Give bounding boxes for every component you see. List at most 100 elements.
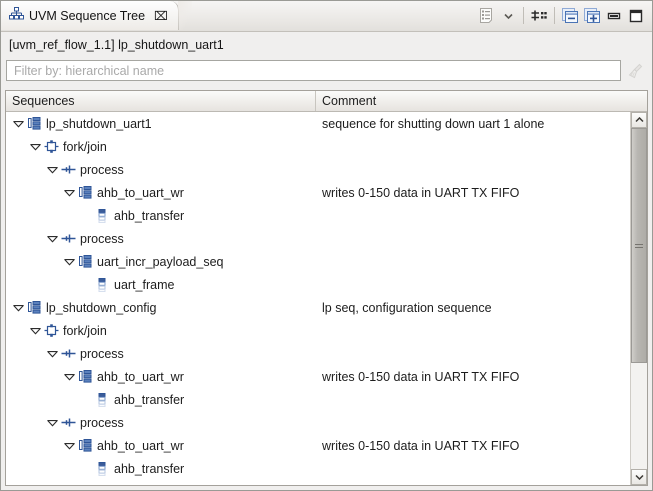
tree-node-label: process (80, 162, 124, 177)
table-row[interactable]: ahb_transfer (6, 204, 630, 227)
expander-collapse-icon[interactable] (27, 319, 43, 342)
tree-node-ahb-transfer[interactable]: ahb_transfer (6, 457, 316, 480)
forkjoin-icon (43, 319, 60, 342)
sequence-icon (77, 434, 94, 457)
tree-node-lp-shutdown-config[interactable]: lp_shutdown_config (6, 296, 316, 319)
table-row[interactable]: ahb_to_uart_wr writes 0-150 data in UART … (6, 181, 630, 204)
maximize-icon[interactable] (625, 5, 647, 27)
tree-node-ahb-transfer[interactable]: ahb_transfer (6, 204, 316, 227)
table-row[interactable]: lp_shutdown_config lp seq, configuration … (6, 296, 630, 319)
expander-collapse-icon[interactable] (44, 411, 60, 434)
expander-collapse-icon[interactable] (61, 250, 77, 273)
view-menu-list-icon[interactable] (475, 5, 497, 27)
tree-node-label: ahb_transfer (114, 208, 185, 223)
sequence-icon (26, 112, 43, 135)
transfer-icon (94, 273, 111, 296)
expander-collapse-icon[interactable] (10, 296, 26, 319)
transfer-icon (94, 388, 111, 411)
tree-node-process[interactable]: process (6, 158, 316, 181)
table-row[interactable]: ahb_transfer (6, 388, 630, 411)
tree-node-label: fork/join (63, 323, 107, 338)
collapse-all-icon[interactable] (559, 5, 581, 27)
expander-collapse-icon[interactable] (44, 158, 60, 181)
table-row[interactable]: process (6, 411, 630, 434)
tree-node-label: process (80, 231, 124, 246)
expand-all-icon[interactable] (581, 5, 603, 27)
expander-collapse-icon[interactable] (10, 112, 26, 135)
tree-node-label: ahb_to_uart_wr (97, 369, 184, 384)
process-icon (60, 158, 77, 181)
tree-node-ahb-transfer[interactable]: ahb_transfer (6, 388, 316, 411)
table-row[interactable]: process (6, 342, 630, 365)
tree-node-fork-join[interactable]: fork/join (6, 319, 316, 342)
expander-collapse-icon[interactable] (44, 227, 60, 250)
table-row[interactable]: uart_frame (6, 273, 630, 296)
selected-sequence-path: [uvm_ref_flow_1.1] lp_shutdown_uart1 (1, 32, 652, 57)
tree-node-ahb-to-uart-wr[interactable]: ahb_to_uart_wr (6, 365, 316, 388)
tree-node-label: ahb_transfer (114, 461, 185, 476)
scroll-down-arrow-icon[interactable] (631, 469, 647, 485)
row-comment: writes 0-150 data in UART TX FIFO (322, 438, 520, 453)
table-row[interactable]: ahb_to_uart_wr writes 0-150 data in UART … (6, 365, 630, 388)
tree-node-uart-frame[interactable]: uart_frame (6, 273, 316, 296)
tree-node-ahb-to-uart-wr[interactable]: ahb_to_uart_wr (6, 434, 316, 457)
toolbar-separator-1 (523, 7, 524, 24)
filter-row (1, 57, 652, 86)
process-icon (60, 342, 77, 365)
column-header-comment[interactable]: Comment (322, 94, 377, 108)
filter-input-box[interactable] (6, 60, 621, 81)
vertical-scrollbar[interactable] (630, 112, 647, 485)
view-menu-chevron-down-icon[interactable] (497, 5, 519, 27)
tree-node-process[interactable]: process (6, 342, 316, 365)
sequence-icon (77, 365, 94, 388)
expander-collapse-icon[interactable] (61, 434, 77, 457)
expander-collapse-icon[interactable] (44, 342, 60, 365)
minimize-icon[interactable] (603, 5, 625, 27)
table-row[interactable]: fork/join (6, 319, 630, 342)
close-icon[interactable]: ⌧ (154, 8, 168, 23)
column-header-sequences[interactable]: Sequences (6, 91, 316, 111)
row-comment: writes 0-150 data in UART TX FIFO (322, 185, 520, 200)
tree-node-lp-shutdown-uart1[interactable]: lp_shutdown_uart1 (6, 112, 316, 135)
tree-node-uart-incr-payload-seq[interactable]: uart_incr_payload_seq (6, 250, 316, 273)
tab-uvm-sequence-tree[interactable]: UVM Sequence Tree ⌧ (1, 1, 192, 30)
tree-node-process[interactable]: process (6, 411, 316, 434)
expander-collapse-icon[interactable] (27, 135, 43, 158)
broom-icon[interactable] (625, 60, 647, 82)
hierarchy-tree-icon (9, 7, 24, 24)
row-comment: lp seq, configuration sequence (322, 300, 492, 315)
search-input[interactable] (12, 62, 615, 79)
tree-node-label: lp_shutdown_config (46, 300, 157, 315)
tree-node-label: ahb_transfer (114, 392, 185, 407)
row-comment: writes 0-150 data in UART TX FIFO (322, 369, 520, 384)
table-row[interactable]: fork/join (6, 135, 630, 158)
scrollbar-thumb[interactable] (631, 128, 647, 364)
scroll-up-arrow-icon[interactable] (631, 112, 647, 128)
tree-node-fork-join[interactable]: fork/join (6, 135, 316, 158)
link-with-editor-icon[interactable] (528, 5, 550, 27)
table-row[interactable]: ahb_transfer (6, 457, 630, 480)
tree-node-ahb-to-uart-wr[interactable]: ahb_to_uart_wr (6, 181, 316, 204)
transfer-icon (94, 204, 111, 227)
toolbar-separator-2 (554, 7, 555, 24)
table-row[interactable]: process (6, 158, 630, 181)
tree-node-label: ahb_to_uart_wr (97, 438, 184, 453)
sequence-icon (77, 250, 94, 273)
table-header: Sequences Comment (6, 91, 647, 112)
tree-node-label: process (80, 346, 124, 361)
table-row[interactable]: uart_incr_payload_seq (6, 250, 630, 273)
table-row[interactable]: process (6, 227, 630, 250)
sequence-icon (77, 181, 94, 204)
expander-collapse-icon[interactable] (61, 181, 77, 204)
table-row[interactable]: ahb_to_uart_wr writes 0-150 data in UART … (6, 434, 630, 457)
tree-node-label: process (80, 415, 124, 430)
scrollbar-track[interactable] (631, 128, 647, 469)
expander-collapse-icon[interactable] (61, 365, 77, 388)
tree-node-label: ahb_to_uart_wr (97, 185, 184, 200)
tree-node-label: lp_shutdown_uart1 (46, 116, 152, 131)
tree-node-process[interactable]: process (6, 227, 316, 250)
